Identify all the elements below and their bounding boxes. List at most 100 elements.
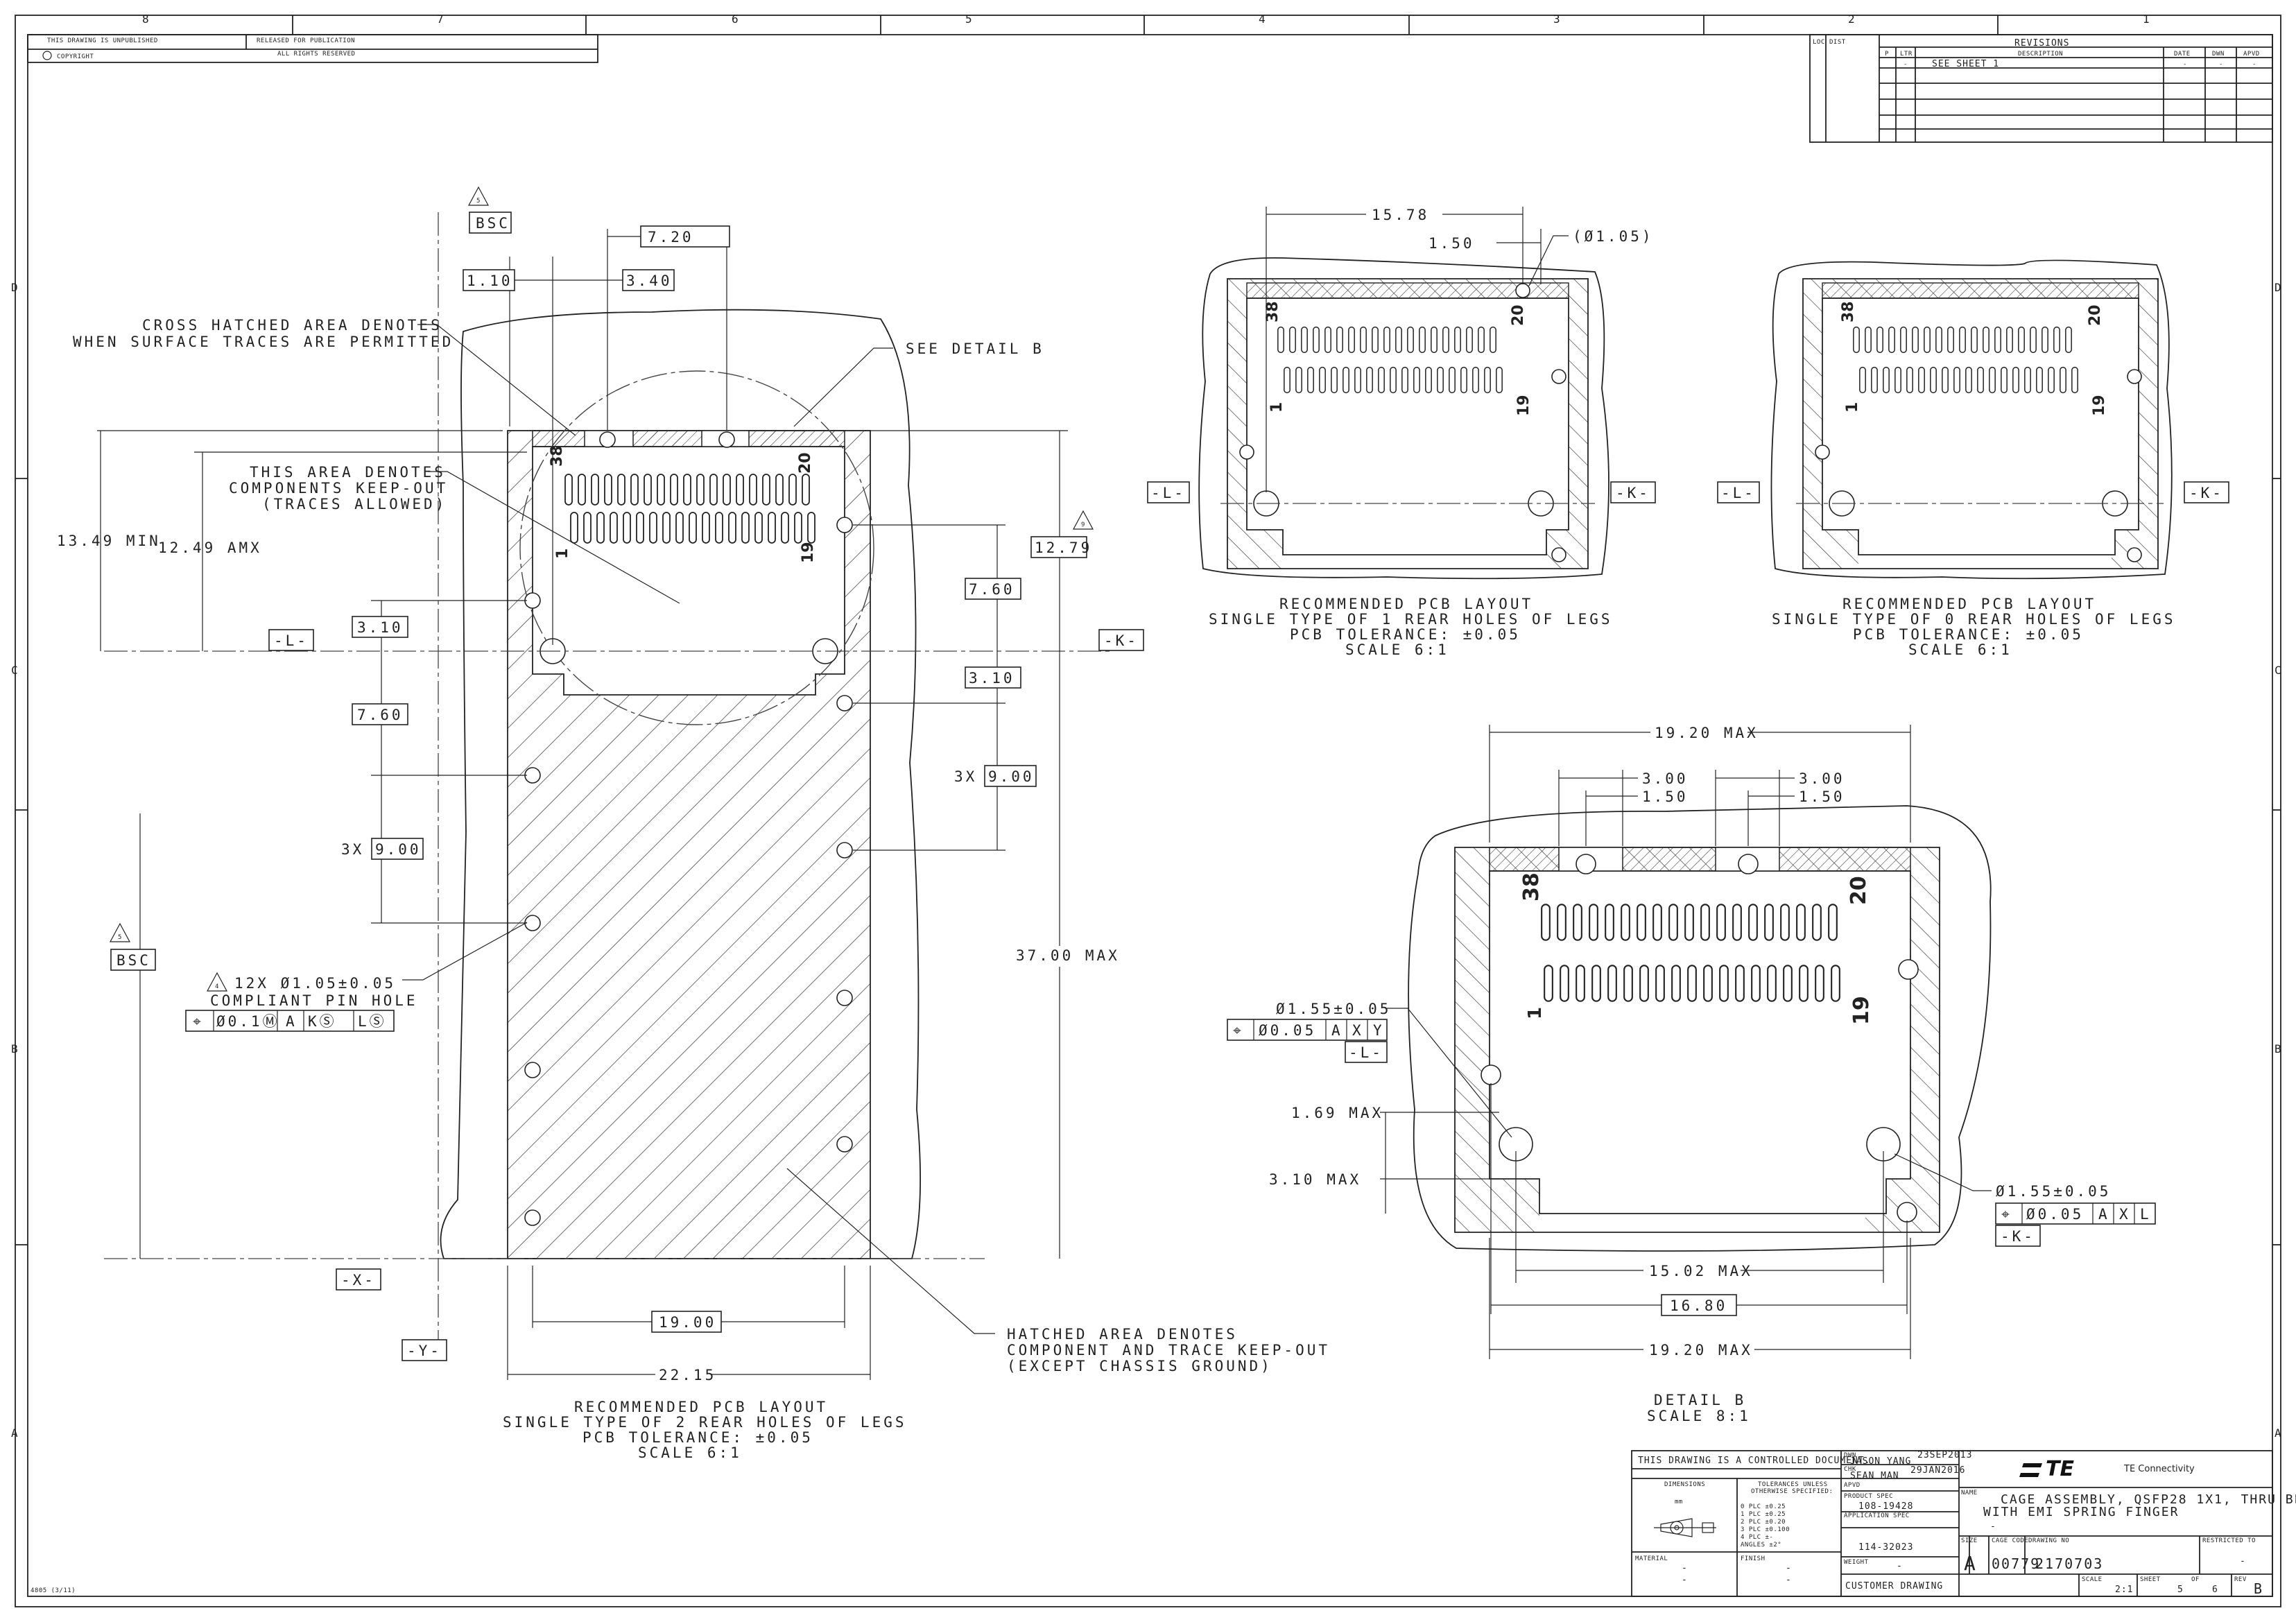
detail-pin-38: 38 — [1519, 872, 1544, 901]
rev-dist: DIST — [1829, 39, 1846, 46]
contact-slots-v1 — [1277, 326, 1503, 394]
svg-text:A: A — [286, 1013, 297, 1030]
application-spec-label: APPLICATION SPEC — [1844, 1512, 1910, 1519]
svg-text:⌖: ⌖ — [193, 1013, 204, 1030]
v1-pin-19: 19 — [1515, 395, 1533, 416]
dim-22-15: 22.15 — [659, 1367, 716, 1383]
chk-name: SEAN MAN — [1850, 1471, 1899, 1481]
rev-desc: SEE SHEET 1 — [1932, 59, 1999, 69]
dim-37-00-max: 37.00 MAX — [1016, 947, 1120, 964]
v0-pin-1: 1 — [1844, 402, 1861, 413]
rev-label: REV — [2234, 1576, 2247, 1583]
rev-h-p: P — [1885, 51, 1889, 58]
svg-text:A: A — [2098, 1206, 2110, 1223]
chk-date: 29JAN2016 — [1910, 1465, 1965, 1476]
pin-20-label: 20 — [797, 452, 814, 474]
detail-hole-b: Ø1.55±0.05 — [1996, 1183, 2111, 1200]
rev-value: B — [2254, 1580, 2265, 1597]
form-id: 4805 (3/11) — [31, 1587, 76, 1594]
contact-slots-v0 — [1853, 326, 2078, 394]
drawing-no-label: DRAWING NO — [2028, 1537, 2069, 1544]
flag-9: 9 — [1081, 521, 1085, 528]
flag-4: 4 — [215, 983, 219, 990]
dim-12-49: 12.49 AMX — [158, 540, 262, 556]
cage-code: 00779 — [1992, 1555, 2040, 1572]
svg-text:Y: Y — [1373, 1022, 1385, 1039]
v0-caption-2: SINGLE TYPE OF 0 REAR HOLES OF LEGS — [1772, 611, 2176, 628]
svg-text:0 PLC ±0.25: 0 PLC ±0.25 — [1741, 1503, 1786, 1510]
controlled-notice: THIS DRAWING IS A CONTROLLED DOCUMENT. — [1638, 1456, 1870, 1466]
detail-pin-1: 1 — [1525, 1007, 1546, 1019]
size-value: A — [1964, 1552, 1978, 1575]
application-spec: 114-32023 — [1858, 1542, 1913, 1553]
dim-9-00-right: 9.00 — [988, 768, 1035, 785]
cage-code-label: CAGE CODE — [1992, 1537, 2028, 1544]
rev-loc: LOC — [1813, 39, 1825, 46]
v1-pin-20: 20 — [1510, 304, 1527, 326]
v1-pin-1: 1 — [1268, 402, 1286, 413]
main-pcb-view: 38 20 1 1 9 — [57, 186, 1327, 1461]
main-caption-3: PCB TOLERANCE: ±0.05 — [582, 1429, 813, 1446]
scale-value: 2:1 — [2115, 1585, 2133, 1595]
detail-datum-l: -L- — [1349, 1044, 1383, 1061]
detail-dim-15-02: 15.02 MAX — [1649, 1263, 1753, 1279]
zone-6: 6 — [732, 12, 740, 26]
dim-9-00-left: 9.00 — [375, 841, 422, 858]
v1-caption-1: RECOMMENDED PCB LAYOUT — [1279, 596, 1533, 612]
svg-text:Ø0.1Ⓜ: Ø0.1Ⓜ — [216, 1013, 280, 1030]
of-value: 6 — [2212, 1585, 2218, 1595]
svg-text:-: - — [1786, 1575, 1792, 1585]
note-hatched-1: HATCHED AREA DENOTES — [1007, 1326, 1238, 1343]
weight: - — [1897, 1561, 1903, 1571]
main-caption-2: SINGLE TYPE OF 2 REAR HOLES OF LEGS — [503, 1414, 907, 1431]
dim-13-49: 13.49 MIN — [57, 533, 161, 549]
v1-dim-1-50: 1.50 — [1428, 235, 1475, 252]
drawing-title-1: CAGE ASSEMBLY, QSFP28 1X1, THRU BEZEL — [2001, 1492, 2296, 1507]
svg-text:KⓈ: KⓈ — [308, 1013, 337, 1030]
zone-d-right: D — [2275, 281, 2283, 294]
v1-caption-2: SINGLE TYPE OF 1 REAR HOLES OF LEGS — [1209, 611, 1613, 628]
note-keepout-2: COMPONENTS KEEP-OUT — [229, 480, 448, 497]
pin-1-label: 1 — [554, 549, 571, 559]
pin-38-label: 38 — [549, 445, 566, 467]
product-spec: 108-19428 — [1858, 1501, 1913, 1512]
v0-caption-3: PCB TOLERANCE: ±0.05 — [1853, 626, 2084, 643]
svg-text:A: A — [1331, 1022, 1343, 1039]
detail-dim-1-50-a: 1.50 — [1642, 788, 1689, 805]
revisions-table: LOC DIST REVISIONS P LTR DESCRIPTION DAT… — [1809, 34, 2273, 143]
zone-a-left: A — [11, 1426, 19, 1440]
zone-b-right: B — [2275, 1042, 2283, 1055]
sheet-value: 5 — [2177, 1585, 2184, 1595]
dim-3-40: 3.40 — [626, 273, 673, 289]
of-label: OF — [2191, 1576, 2200, 1583]
v0-pin-38: 38 — [1840, 301, 1857, 322]
dwn-date: 23SEP2013 — [1917, 1450, 1972, 1460]
tolerances-label-1: TOLERANCES UNLESS — [1758, 1481, 1828, 1488]
dwn-name: JASON YANG — [1850, 1456, 1911, 1467]
v0-pin-19: 19 — [2091, 395, 2108, 416]
sheet-label: SHEET — [2140, 1576, 2161, 1583]
flag-5-left: 5 — [118, 934, 122, 941]
dimensions-unit: mm — [1675, 1499, 1683, 1505]
zone-2: 2 — [1848, 12, 1856, 26]
apvd-label: APVD — [1844, 1482, 1861, 1489]
contact-slots — [564, 474, 815, 544]
detail-dim-1-69: 1.69 MAX — [1291, 1105, 1383, 1121]
note-keepout-3: (TRACES ALLOWED) — [262, 496, 447, 512]
released-text: RELEASED FOR PUBLICATION — [257, 37, 355, 44]
note-cross-hatch-2: WHEN SURFACE TRACES ARE PERMITTED — [73, 334, 454, 350]
customer-drawing: CUSTOMER DRAWING — [1845, 1581, 1943, 1591]
weight-label: WEIGHT — [1844, 1559, 1869, 1566]
note-keepout-1: THIS AREA DENOTES — [250, 464, 446, 481]
pin-hole-fcf: ⌖ Ø0.1Ⓜ A KⓈ LⓈ — [185, 1010, 395, 1032]
svg-text:-: - — [1682, 1563, 1688, 1573]
rev-h-dwn: DWN — [2212, 51, 2225, 58]
copyright-text: COPYRIGHT — [57, 53, 94, 60]
detail-caption-2: SCALE 8:1 — [1647, 1408, 1751, 1424]
v0-datum-l: -L- — [1721, 485, 1756, 501]
drawing-frame — [15, 15, 2281, 1607]
note-hatched-3: (EXCEPT CHASSIS GROUND) — [1007, 1358, 1272, 1374]
zone-3: 3 — [1553, 12, 1562, 26]
pin-hole-name: COMPLIANT PIN HOLE — [210, 992, 418, 1009]
company-name: TE Connectivity — [2123, 1464, 2195, 1474]
